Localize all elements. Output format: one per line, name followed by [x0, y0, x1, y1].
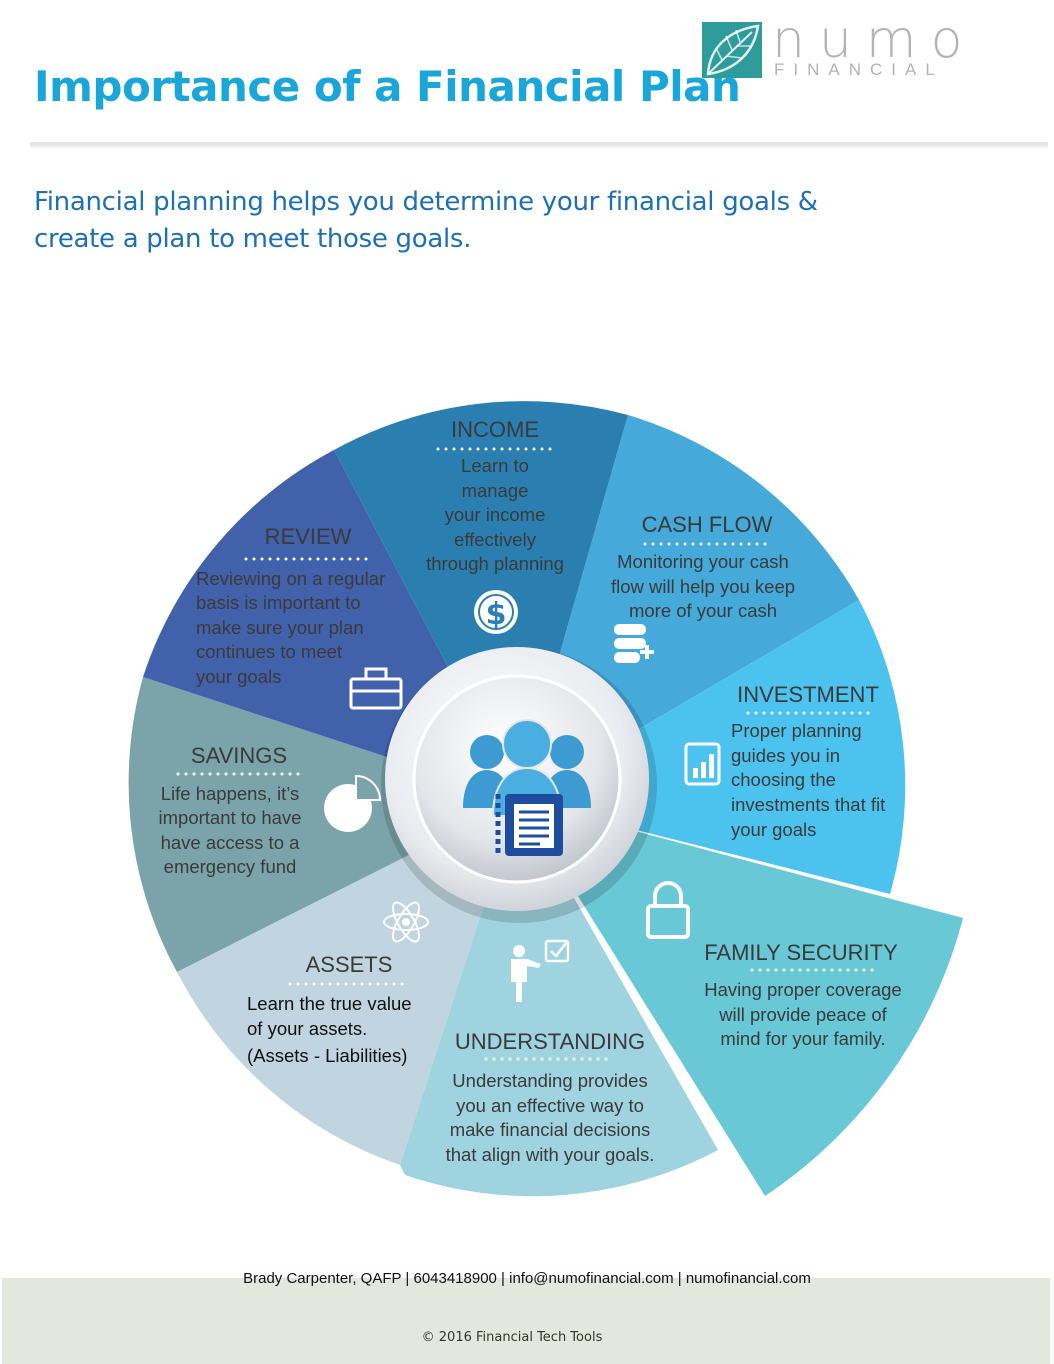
contact-info: Brady Carpenter, QAFP | 6043418900 | inf… [243, 1270, 811, 1287]
savings-line: have access to a [161, 832, 301, 853]
company-logo: numo FINANCIAL [702, 10, 964, 82]
understanding-line: you an effective way to [456, 1095, 644, 1116]
cash-flow-title: CASH FLOW [642, 512, 773, 537]
presenter-checklist-icon [511, 939, 570, 1002]
assets-title: ASSETS [306, 952, 393, 977]
assets-line: of your assets. [247, 1018, 367, 1039]
cash-flow-line: more of your cash [629, 600, 777, 621]
review-line: your goals [196, 666, 281, 687]
dollar-coin-icon: $ [474, 590, 518, 634]
footer-band [2, 1278, 1050, 1364]
income-line: manage [462, 480, 529, 501]
cash-flow-line: Monitoring your cash [617, 551, 789, 572]
income-line: effectively [454, 529, 537, 550]
leaf-icon [702, 22, 762, 78]
review-line: Reviewing on a regular [196, 568, 385, 589]
savings-title: SAVINGS [191, 743, 287, 768]
savings-label-group: SAVINGS Life happens, it’s important to … [159, 743, 382, 877]
segment-family-security [518, 800, 963, 1196]
family-security-label-group: FAMILY SECURITY Having proper coverage w… [646, 881, 902, 1049]
padlock-icon [646, 881, 690, 939]
review-line: continues to meet [196, 641, 342, 662]
income-line: your income [445, 504, 546, 525]
bar-chart-icon [684, 742, 721, 786]
pie-chart-icon [324, 774, 382, 832]
income-line: Learn to [461, 455, 529, 476]
atom-icon [383, 901, 429, 943]
segment-savings [128, 677, 518, 972]
segment-assets [177, 800, 518, 1165]
investment-line: Proper planning [731, 720, 862, 741]
understanding-label-group: UNDERSTANDING Understanding provides you… [446, 939, 655, 1165]
assets-line: Learn the true value [247, 993, 412, 1014]
understanding-line: that align with your goals. [446, 1144, 655, 1165]
review-label-group: REVIEW Reviewing on a regular basis is i… [196, 524, 403, 710]
family-security-line: will provide peace of [718, 1004, 887, 1025]
briefcase-icon [349, 667, 403, 710]
income-title: INCOME [451, 417, 539, 442]
savings-line: important to have [159, 807, 302, 828]
svg-text:$: $ [486, 597, 507, 632]
understanding-title: UNDERSTANDING [455, 1029, 645, 1054]
family-security-line: Having proper coverage [704, 979, 901, 1000]
cash-flow-line: flow will help you keep [611, 576, 795, 597]
investment-label-group: INVESTMENT Proper planning guides you in… [684, 682, 885, 840]
people-document-icon [463, 719, 591, 856]
copyright-notice: © 2016 Financial Tech Tools [421, 1330, 603, 1345]
page-title: Importance of a Financial Plan [34, 62, 741, 111]
logo-wordmark: numo [772, 10, 977, 70]
savings-line: emergency fund [164, 856, 297, 877]
investment-line: your goals [731, 819, 816, 840]
segment-understanding [400, 800, 718, 1197]
income-line: through planning [426, 553, 564, 574]
database-plus-icon [614, 624, 654, 663]
family-security-line: mind for your family. [720, 1028, 885, 1049]
investment-line: choosing the [731, 769, 836, 790]
understanding-line: make financial decisions [450, 1119, 651, 1140]
assets-label-group: ASSETS Learn the true value of your asse… [247, 901, 429, 1066]
logo-subtitle: FINANCIAL [774, 60, 944, 79]
investment-line: guides you in [731, 745, 840, 766]
review-title: REVIEW [265, 524, 352, 549]
family-security-title: FAMILY SECURITY [704, 940, 898, 965]
assets-line: (Assets - Liabilities) [247, 1045, 407, 1066]
understanding-line: Understanding provides [452, 1070, 647, 1091]
review-line: basis is important to [196, 592, 361, 613]
review-line: make sure your plan [196, 617, 364, 638]
investment-title: INVESTMENT [737, 682, 879, 707]
page-subtitle: Financial planning helps you determine y… [34, 187, 818, 254]
cash-flow-label-group: CASH FLOW Monitoring your cash flow will… [611, 512, 795, 663]
investment-line: investments that fit [731, 794, 885, 815]
savings-line: Life happens, it’s [161, 783, 300, 804]
header-divider [30, 142, 1048, 148]
income-label-group: INCOME Learn to manage your income effec… [426, 417, 564, 634]
